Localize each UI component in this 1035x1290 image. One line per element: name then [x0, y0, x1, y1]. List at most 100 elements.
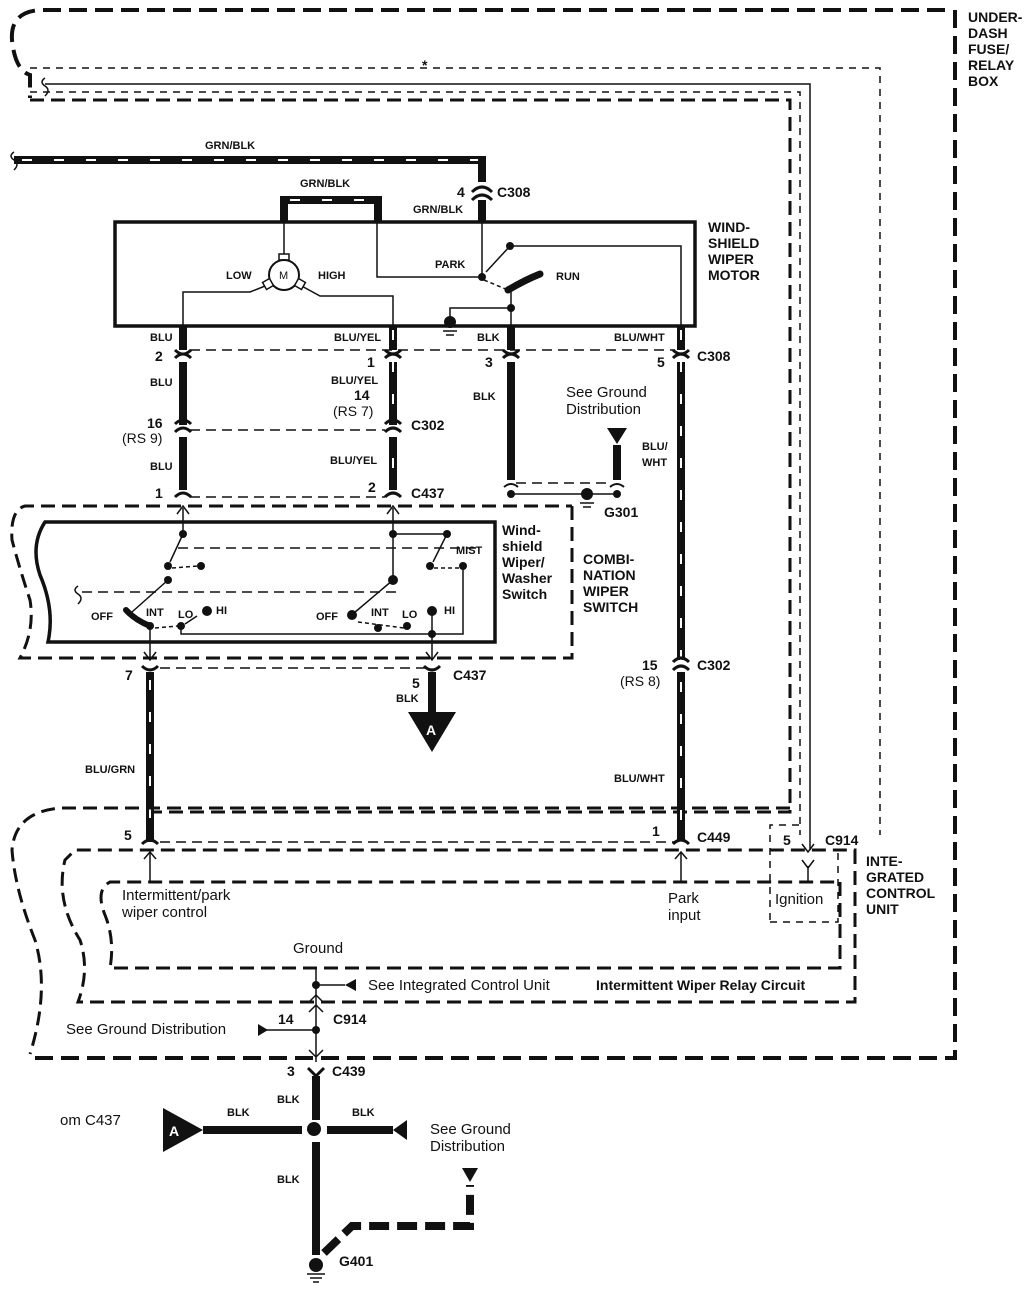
- wire-label: BLK: [277, 1094, 300, 1106]
- switch-position-hi: HI: [444, 605, 455, 617]
- connector-label: C914: [333, 1011, 367, 1027]
- see-ground-distribution-ref: See Ground Distribution: [566, 384, 651, 418]
- wire-label: BLK: [396, 693, 419, 705]
- combination-switch-label: COMBI- NATION WIPER SWITCH: [583, 551, 640, 615]
- wire-label: GRN/BLK: [413, 204, 463, 216]
- motor-low-label: LOW: [226, 270, 252, 282]
- wire-label: BLU: [150, 332, 173, 344]
- wire-label: BLU/YEL: [331, 375, 378, 387]
- connector-c308-top: [470, 185, 494, 222]
- washer-switch-box: [34, 520, 497, 644]
- wire-label: GRN/BLK: [300, 178, 350, 190]
- switch-position-off: OFF: [316, 611, 338, 623]
- pin-number: 4: [457, 184, 465, 200]
- pin-number: 7: [125, 667, 133, 683]
- wire-label: GRN/BLK: [205, 140, 255, 152]
- wire-label: BLK: [227, 1107, 250, 1119]
- splice-icon: [74, 585, 82, 605]
- pin-number: 5: [783, 832, 791, 848]
- pin-number: 14: [278, 1011, 294, 1027]
- icu-intermittent-input: Intermittent/park wiper control: [121, 887, 235, 921]
- flag-a-icon: A: [169, 1123, 179, 1139]
- g301-ground: [503, 428, 627, 508]
- connector-label: C302: [697, 657, 731, 673]
- rs-label: (RS 8): [620, 673, 660, 689]
- relay-circuit-boundary: [99, 880, 842, 970]
- pin-number: 5: [124, 827, 132, 843]
- see-ground-distribution-ref: See Ground Distribution: [430, 1121, 515, 1155]
- switch-position-int: INT: [371, 607, 389, 619]
- switch-position-off: OFF: [91, 611, 113, 623]
- switch-position-lo: LO: [178, 609, 194, 621]
- wire-label: BLK: [352, 1107, 375, 1119]
- wire-label: BLU: [150, 461, 173, 473]
- icu-ground-label: Ground: [293, 940, 343, 957]
- wiper-motor-label: WIND- SHIELD WIPER MOTOR: [708, 219, 763, 283]
- relay-circuit-label: Intermittent Wiper Relay Circuit: [596, 977, 805, 993]
- connector-c302-row: [173, 418, 403, 434]
- ground-branch: [258, 968, 356, 1062]
- wire-label: BLU/WHT: [614, 773, 665, 785]
- pin-number: 1: [367, 354, 375, 370]
- connector-label: C439: [332, 1063, 366, 1079]
- connector-label: C437: [453, 667, 487, 683]
- rs-label: (RS 9): [122, 430, 162, 446]
- see-icu-ref: See Integrated Control Unit: [368, 977, 551, 994]
- fuse-box-boundary: [9, 8, 957, 1060]
- pin-number: 1: [652, 823, 660, 839]
- connector-c437-bottom: [140, 664, 456, 842]
- pin-number: 3: [485, 354, 493, 370]
- fuse-box-feed-lines: *: [30, 57, 881, 850]
- connector-c439: [306, 1066, 326, 1120]
- ground-label: G401: [339, 1253, 373, 1269]
- connector-label: C308: [497, 184, 531, 200]
- wire-label: BLK: [473, 391, 496, 403]
- harness-boundary: [10, 806, 790, 1055]
- connector-label: C914: [825, 832, 859, 848]
- connector-label: C437: [411, 485, 445, 501]
- pin-number: 3: [287, 1063, 295, 1079]
- pin-number: 5: [657, 354, 665, 370]
- park-switch-icon: [376, 222, 682, 336]
- icu-boundary: [60, 848, 857, 1004]
- connector-c302-right: [671, 656, 691, 672]
- wire-label: BLU/YEL: [334, 332, 381, 344]
- wire-grn-blk-top: [10, 151, 486, 182]
- motor-icon: [182, 222, 394, 326]
- connector-c437-top: [173, 491, 403, 499]
- wiper-motor-box: [113, 220, 697, 328]
- connector-label: C449: [697, 829, 731, 845]
- wire-label: BLU/WHT: [614, 332, 665, 344]
- ground-label: G301: [604, 504, 638, 520]
- wire-label: BLK: [477, 332, 500, 344]
- g401-ground: [163, 1108, 478, 1283]
- connector-c449: [140, 838, 691, 882]
- pin-number: 5: [412, 675, 420, 691]
- switch-position-mist: MIST: [456, 545, 483, 557]
- wire-grn-blk-motor: [280, 196, 382, 222]
- fuse-box-label: UNDER- DASH FUSE/ RELAY BOX: [968, 9, 1026, 89]
- splice-icon: [41, 77, 49, 97]
- connector-c914-ignition: [769, 824, 839, 923]
- pin-number: 2: [368, 479, 376, 495]
- washer-switch-label: Wind- shield Wiper/ Washer Switch: [502, 522, 556, 602]
- park-label: PARK: [435, 259, 465, 271]
- flag-a-icon: A: [426, 722, 436, 738]
- switch-position-int: INT: [146, 607, 164, 619]
- combination-switch-boundary: [10, 504, 574, 660]
- run-label: RUN: [556, 271, 580, 283]
- switch-position-lo: LO: [402, 609, 418, 621]
- wire-label: BLU: [150, 377, 173, 389]
- pin-number: 1: [155, 485, 163, 501]
- switch-left-contacts: [74, 504, 478, 662]
- wire-label: BLK: [277, 1174, 300, 1186]
- pin-number: 16: [147, 415, 163, 431]
- rs-label: (RS 7): [333, 403, 373, 419]
- connector-c308-row: [173, 348, 691, 360]
- wire-label: WHT: [642, 457, 667, 469]
- wire-label: BLU/YEL: [330, 455, 377, 467]
- pin-number: 14: [354, 387, 370, 403]
- switch-position-hi: HI: [216, 605, 227, 617]
- icu-ignition-input: Ignition: [775, 891, 823, 908]
